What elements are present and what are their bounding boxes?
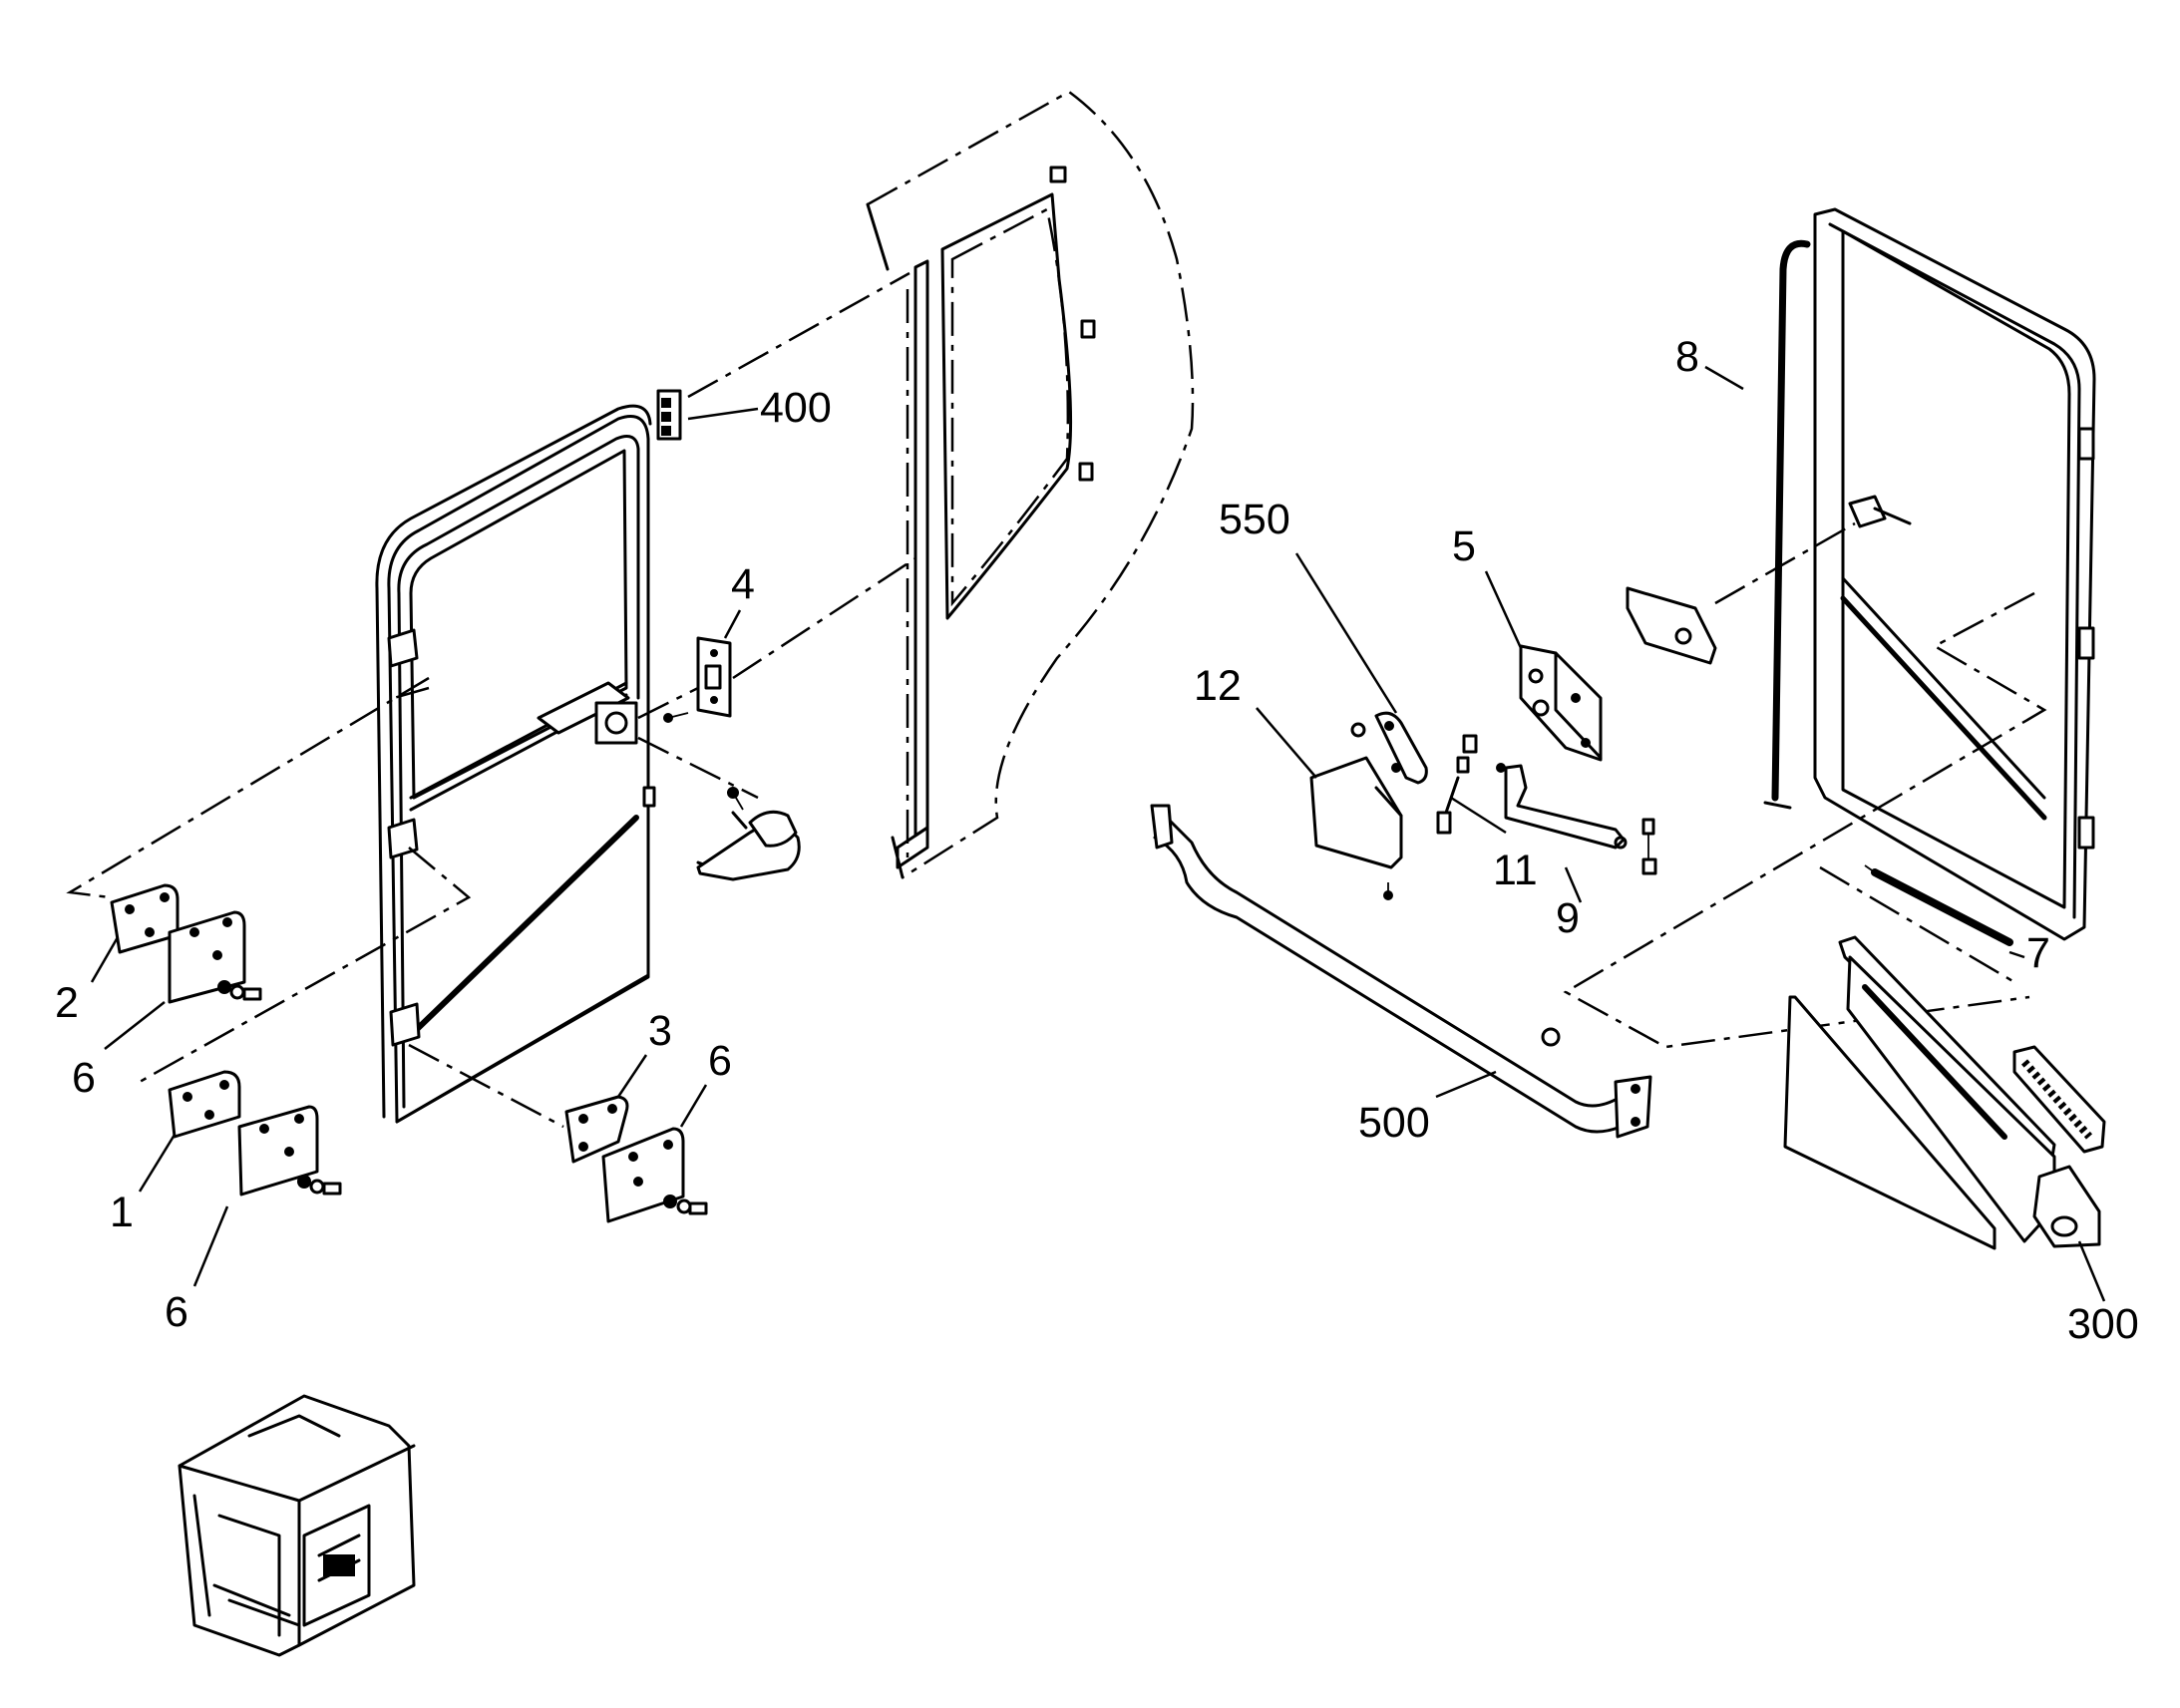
leader-2 [90, 936, 120, 983]
dash-hinge-lower [408, 1043, 564, 1129]
leader-500 [1435, 1070, 1497, 1099]
dash-door-projection [1563, 591, 2047, 1049]
shim-part-6b [237, 1105, 342, 1196]
callout-550: 550 [1219, 496, 1290, 543]
leader-8 [1704, 365, 1744, 391]
dash-hinge-middle [139, 847, 472, 1084]
cover-part-12 [1309, 756, 1403, 900]
leader-5 [1484, 570, 1523, 649]
cab-door-channel [896, 259, 929, 869]
callout-12: 12 [1194, 662, 1242, 710]
leader-6b [192, 1205, 229, 1287]
callout-500: 500 [1358, 1099, 1430, 1147]
dash-line-4 [732, 556, 916, 680]
dash-latch-box [1714, 521, 1856, 605]
leader-4 [723, 609, 742, 639]
hinge-bracket-part-1 [168, 1070, 241, 1139]
callout-11: 11 [1493, 847, 1538, 894]
callout-6a: 6 [72, 1054, 96, 1102]
dash-strip-7 [1819, 865, 2015, 984]
bracket-part-5 [1519, 644, 1603, 762]
callout-1: 1 [110, 1189, 134, 1236]
leader-6c [679, 1084, 708, 1128]
callout-400: 400 [760, 384, 832, 432]
shim-part-6c [601, 1127, 708, 1223]
leader-1 [138, 1134, 177, 1193]
callout-3: 3 [648, 1007, 672, 1055]
callout-7: 7 [2026, 929, 2050, 977]
latch-box [1626, 586, 1717, 665]
callout-300: 300 [2067, 1300, 2139, 1348]
right-door-assembly [1813, 207, 2096, 941]
striker-plate-part-4 [663, 636, 732, 723]
seal-strip-part-8 [1763, 239, 1811, 810]
callout-9: 9 [1556, 894, 1580, 942]
callout-5: 5 [1452, 522, 1476, 570]
callout-6b: 6 [165, 1288, 188, 1336]
grab-handle-part-500 [1150, 804, 1652, 1139]
link-part-550 [1350, 711, 1428, 785]
dash-hinge-upper2 [393, 686, 430, 700]
leader-300 [2077, 1240, 2106, 1302]
leader-550 [1294, 552, 1398, 714]
shim-part-6a [168, 910, 262, 1004]
leader-9 [1564, 866, 1583, 903]
dash-line-4b [637, 686, 699, 720]
callout-4: 4 [731, 560, 755, 608]
cab-window-opening [940, 166, 1096, 620]
lever-part-9 [1504, 764, 1657, 875]
callout-8: 8 [1675, 333, 1699, 381]
left-door-assembly [375, 404, 656, 1124]
leader-400 [687, 407, 759, 421]
dash-handle-line [637, 736, 759, 800]
callout-2: 2 [55, 979, 79, 1027]
latch-part-400 [656, 389, 682, 441]
leader-3 [616, 1054, 648, 1098]
leader-12 [1256, 707, 1317, 779]
weather-strip-part-7 [1864, 864, 2013, 946]
door-handle [696, 787, 801, 881]
callout-6c: 6 [708, 1037, 732, 1085]
leader-6a [104, 1001, 166, 1050]
cab-inset-view [178, 1394, 416, 1657]
hinge-bracket-part-2 [110, 883, 180, 954]
dash-hinge-upper [66, 676, 430, 899]
dash-line-400 [687, 271, 910, 399]
step-part-300 [1783, 935, 2106, 1250]
leader-7 [2008, 950, 2025, 959]
rod-part-11 [1436, 734, 1506, 835]
leader-11 [1450, 796, 1507, 835]
